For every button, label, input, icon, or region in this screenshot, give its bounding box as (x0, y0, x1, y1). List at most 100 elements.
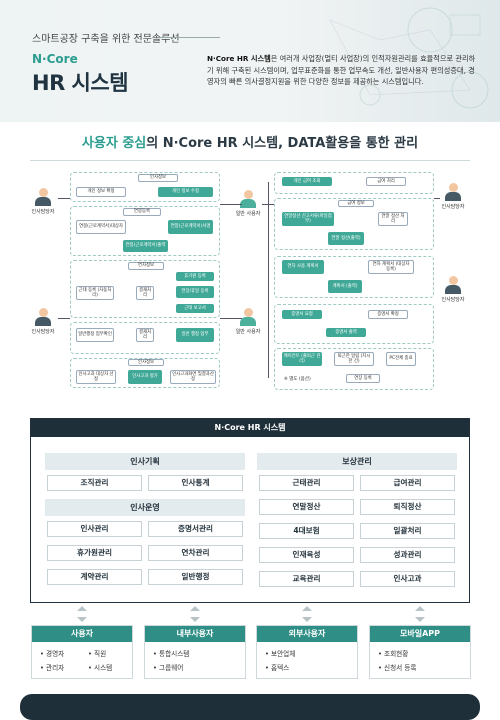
flow-box: 결재처리 (136, 286, 154, 300)
flow-box: 연장 등록 (346, 374, 380, 383)
flow-box: 급여 처리 (366, 177, 406, 186)
flow-box: 일반행정 업무확인 (76, 328, 114, 342)
header-banner: 스마트공장 구축을 위한 전문솔루션 N·Core HR 시스템 N·Core … (0, 0, 500, 122)
module-talent-development[interactable]: 인재육성 (259, 547, 354, 563)
connector (58, 318, 70, 319)
flow-box: 증명서 확정 (368, 310, 408, 319)
flow-box: 연장/휴일 등록 (176, 286, 214, 298)
module-year-end-settlement[interactable]: 연말정산 (259, 499, 354, 515)
flow-box: 계획서 (출력) (328, 280, 362, 293)
flow-box: 인사고과 평가 (128, 370, 162, 384)
person-icon (445, 276, 461, 294)
person-icon (445, 183, 461, 201)
flow-box: 인사고과화면 및결과산정 (170, 370, 216, 384)
module-hr-statistics[interactable]: 인사통계 (148, 475, 243, 491)
flow-box: 일반 행정 업무 (176, 328, 214, 342)
flow-group-year-end (274, 198, 434, 250)
flow-box: 연차 사용 계획서 (282, 260, 324, 274)
flow-group-admin (70, 322, 220, 354)
connector (58, 198, 70, 199)
module-severance-settlement[interactable]: 퇴직정산 (360, 499, 455, 515)
actor-hr-manager-right-2: 인사담당자 (438, 276, 468, 303)
brand-name-ko: HR 시스템 (32, 71, 129, 95)
user-item: • 보안업체 (265, 650, 296, 658)
flow-group-leave-plan (274, 256, 434, 298)
double-arrow-icon (415, 606, 425, 622)
module-contract-management[interactable]: 계약관리 (47, 569, 142, 585)
system-panel-title: N·Core HR 시스템 (31, 419, 469, 437)
person-icon (240, 308, 256, 326)
person-icon (35, 188, 51, 206)
flow-group-personal-info (70, 172, 220, 202)
user-group-external: 외부사용자 • 보안업체 • 홈텍스 (256, 625, 358, 679)
system-panel: N·Core HR 시스템 인사기획 조직관리 인사통계 인사운영 인사관리 증… (30, 418, 470, 603)
module-performance-appraisal[interactable]: 인사고과 (360, 571, 455, 587)
flow-box: 연말 정산 처리 (378, 212, 408, 226)
flow-box: 연봉(근로계약서)대상자 (76, 220, 126, 234)
connector (434, 198, 440, 199)
flow-box: 인사고과 대상자 선정 (76, 370, 116, 384)
double-arrow-icon (190, 606, 200, 622)
person-icon (35, 308, 51, 326)
category-hr-planning: 인사기획 (45, 453, 245, 470)
module-general-admin[interactable]: 일반행정 (148, 569, 243, 585)
module-social-insurance[interactable]: 4대보험 (259, 523, 354, 539)
connector (268, 182, 269, 378)
section-divider (30, 160, 470, 161)
category-compensation: 보상관리 (257, 453, 457, 470)
user-group-title: 내부사용자 (145, 626, 245, 642)
section-title-rest: 의 N·Core HR 시스템, DATA활용을 통한 관리 (146, 136, 419, 151)
actor-hr-manager-top: 인사담당자 (28, 188, 58, 215)
flow-box: 연말 정산(출력) (328, 232, 364, 245)
intro-bold: N·Core HR 시스템 (207, 54, 271, 63)
flow-box: 퇴근한 알림 (지시한 건) (334, 352, 374, 366)
flow-group-evaluation (70, 358, 220, 388)
tech-graphic-icon (329, 7, 489, 109)
user-item: • 경영자 (40, 650, 65, 658)
intro-rest: 은 여러개 사업장(멀티 사업장)의 인적자원관리를 효율적으로 관리하기 위해… (207, 54, 476, 87)
section-title-highlight: 사용자 중심 (81, 136, 147, 151)
intro-text: N·Core HR 시스템은 여러개 사업장(멀티 사업장)의 인적자원관리를 … (207, 53, 477, 88)
user-item: • 관리자 (40, 664, 65, 672)
module-annual-leave-management[interactable]: 연차관리 (148, 545, 243, 561)
module-batch-processing[interactable]: 일괄처리 (360, 523, 455, 539)
module-payroll[interactable]: 급여관리 (360, 475, 455, 491)
actor-hr-manager-bottom: 인사담당자 (28, 308, 58, 335)
user-group-title: 외부사용자 (257, 626, 357, 642)
flow-box: 연봉(근로계약서)서명 (168, 220, 213, 234)
module-leave-management[interactable]: 휴가원관리 (47, 545, 142, 561)
user-item: • 직원 (88, 650, 107, 658)
module-certificate-management[interactable]: 증명서관리 (148, 521, 243, 537)
user-group-internal: 내부사용자 • 통합시스템 • 그룹웨어 (144, 625, 246, 679)
flow-box: 메이전트 (출퇴근 관리) (282, 352, 322, 366)
module-attendance[interactable]: 근태관리 (259, 475, 354, 491)
user-item: • 통합시스템 (153, 650, 190, 658)
flow-group-attendance (70, 260, 220, 318)
flow-box: 근태 보고서 (176, 304, 214, 313)
flow-box: 급여 정보 (338, 200, 374, 207)
option-note: ※ 별도 (옵션) (284, 377, 311, 382)
user-item: • 시스템 (88, 664, 113, 672)
module-training-management[interactable]: 교육관리 (259, 571, 354, 587)
module-org-management[interactable]: 조직관리 (47, 475, 142, 491)
double-arrow-icon (302, 606, 312, 622)
double-arrow-icon (77, 606, 87, 622)
actor-general-user-bottom: 일반 사용자 (233, 308, 263, 335)
flow-box: 개인 정보 확정 (76, 187, 126, 197)
brand-name-en: N·Core (32, 52, 78, 66)
section-title: 사용자 중심의 N·Core HR 시스템, DATA활용을 통한 관리 (0, 132, 500, 151)
flow-group-agent (274, 348, 434, 390)
user-item: • 그룹웨어 (153, 664, 184, 672)
module-hr-management[interactable]: 인사관리 (47, 521, 142, 537)
flow-box: 연차 계획서 (대상자 등록) (368, 260, 414, 274)
flow-box: 인사정보 (128, 359, 164, 366)
flow-diagram: 인사담당자 인사담당자 일반 사용자 일반 사용자 인사담당자 인사담당자 인사… (28, 168, 472, 404)
tagline: 스마트공장 구축을 위한 전문솔루션 (32, 34, 180, 45)
user-group-title: 사용자 (32, 626, 132, 642)
flow-group-payroll (274, 172, 434, 194)
module-performance-management[interactable]: 성과관리 (360, 547, 455, 563)
actor-hr-manager-right-1: 인사담당자 (438, 183, 468, 210)
category-hr-operation: 인사운영 (45, 499, 245, 516)
footer-bar (0, 694, 500, 720)
flow-box: 연말정산 신고서류(파일첨부) (282, 212, 334, 226)
